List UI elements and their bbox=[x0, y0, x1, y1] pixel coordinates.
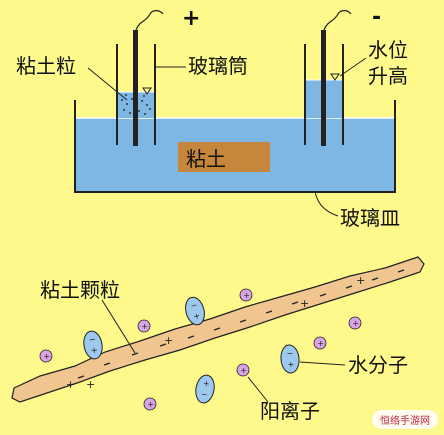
glass-tube-label: 玻璃筒 bbox=[188, 54, 248, 78]
watermark: 恒络手游网 bbox=[372, 410, 438, 429]
water-molecule-icon: −+ bbox=[280, 344, 300, 374]
water-molecule-icon: +− bbox=[195, 374, 215, 404]
svg-text:−: − bbox=[88, 335, 96, 345]
clay-box bbox=[178, 142, 270, 172]
left-tube-particles bbox=[121, 93, 151, 115]
svg-text:+: + bbox=[243, 291, 250, 300]
cation-icon: + bbox=[348, 316, 362, 330]
clay-particle-pointer bbox=[87, 67, 128, 101]
cation-label: 阳离子 bbox=[260, 399, 320, 423]
clay-particles-pointer bbox=[101, 299, 136, 354]
left-level-marker bbox=[142, 87, 152, 95]
glass-dish-pointer bbox=[314, 191, 339, 217]
svg-text:+: + bbox=[90, 345, 98, 355]
svg-text:+: + bbox=[287, 360, 294, 370]
plus-sign: + bbox=[182, 6, 200, 31]
water-level-label-1: 水位 bbox=[368, 38, 408, 62]
svg-text:+: + bbox=[352, 319, 359, 328]
svg-text:+: + bbox=[317, 339, 324, 348]
band-charges bbox=[77, 269, 405, 379]
svg-text:+: + bbox=[240, 366, 247, 375]
cation-icon: + bbox=[313, 336, 327, 350]
cation-icon: + bbox=[239, 288, 253, 302]
svg-text:−: − bbox=[190, 300, 199, 310]
cation-icon: + bbox=[143, 397, 157, 411]
svg-text:−: − bbox=[200, 389, 208, 399]
left-electrode bbox=[133, 30, 138, 146]
cation-group: + + + + + + + bbox=[39, 288, 362, 411]
water-molecule-label: 水分子 bbox=[348, 353, 408, 377]
cation-icon: + bbox=[137, 319, 151, 333]
svg-text:+: + bbox=[164, 334, 173, 347]
right-electrode bbox=[321, 30, 326, 146]
cation-pointer bbox=[247, 376, 269, 403]
svg-text:+: + bbox=[300, 297, 309, 310]
svg-text:+: + bbox=[202, 379, 210, 389]
water-molecule-group: −+ −+ −+ +− bbox=[83, 296, 300, 404]
right-level-marker bbox=[330, 73, 340, 81]
water-molecule-pointer bbox=[299, 361, 346, 366]
svg-text:+: + bbox=[141, 322, 148, 331]
glass-dish-label: 玻璃皿 bbox=[340, 206, 400, 230]
clay-particle-band bbox=[11, 256, 425, 403]
svg-text:+: + bbox=[86, 378, 95, 391]
svg-text:+: + bbox=[147, 400, 154, 409]
clay-particles-label: 粘土颗粒 bbox=[40, 278, 120, 302]
clay-particle-label: 粘土粒 bbox=[16, 54, 76, 78]
right-wire bbox=[323, 10, 352, 31]
svg-text:+: + bbox=[192, 311, 201, 321]
water-molecule-icon: −+ bbox=[185, 296, 205, 326]
water-molecule-icon: −+ bbox=[83, 330, 103, 360]
water-level-pointer bbox=[339, 57, 367, 77]
svg-text:−: − bbox=[286, 349, 293, 359]
left-wire bbox=[135, 10, 164, 31]
svg-text:+: + bbox=[43, 352, 50, 361]
water-level-label-2: 升高 bbox=[368, 64, 408, 88]
svg-text:+: + bbox=[66, 378, 75, 391]
clay-label: 粘土 bbox=[186, 147, 226, 171]
cation-icon: + bbox=[39, 349, 53, 363]
svg-text:+: + bbox=[356, 274, 365, 287]
cation-icon: + bbox=[236, 363, 250, 377]
band-plus-signs: + + + + + bbox=[66, 274, 365, 391]
glass-dish bbox=[74, 100, 396, 193]
minus-sign: - bbox=[372, 5, 381, 30]
